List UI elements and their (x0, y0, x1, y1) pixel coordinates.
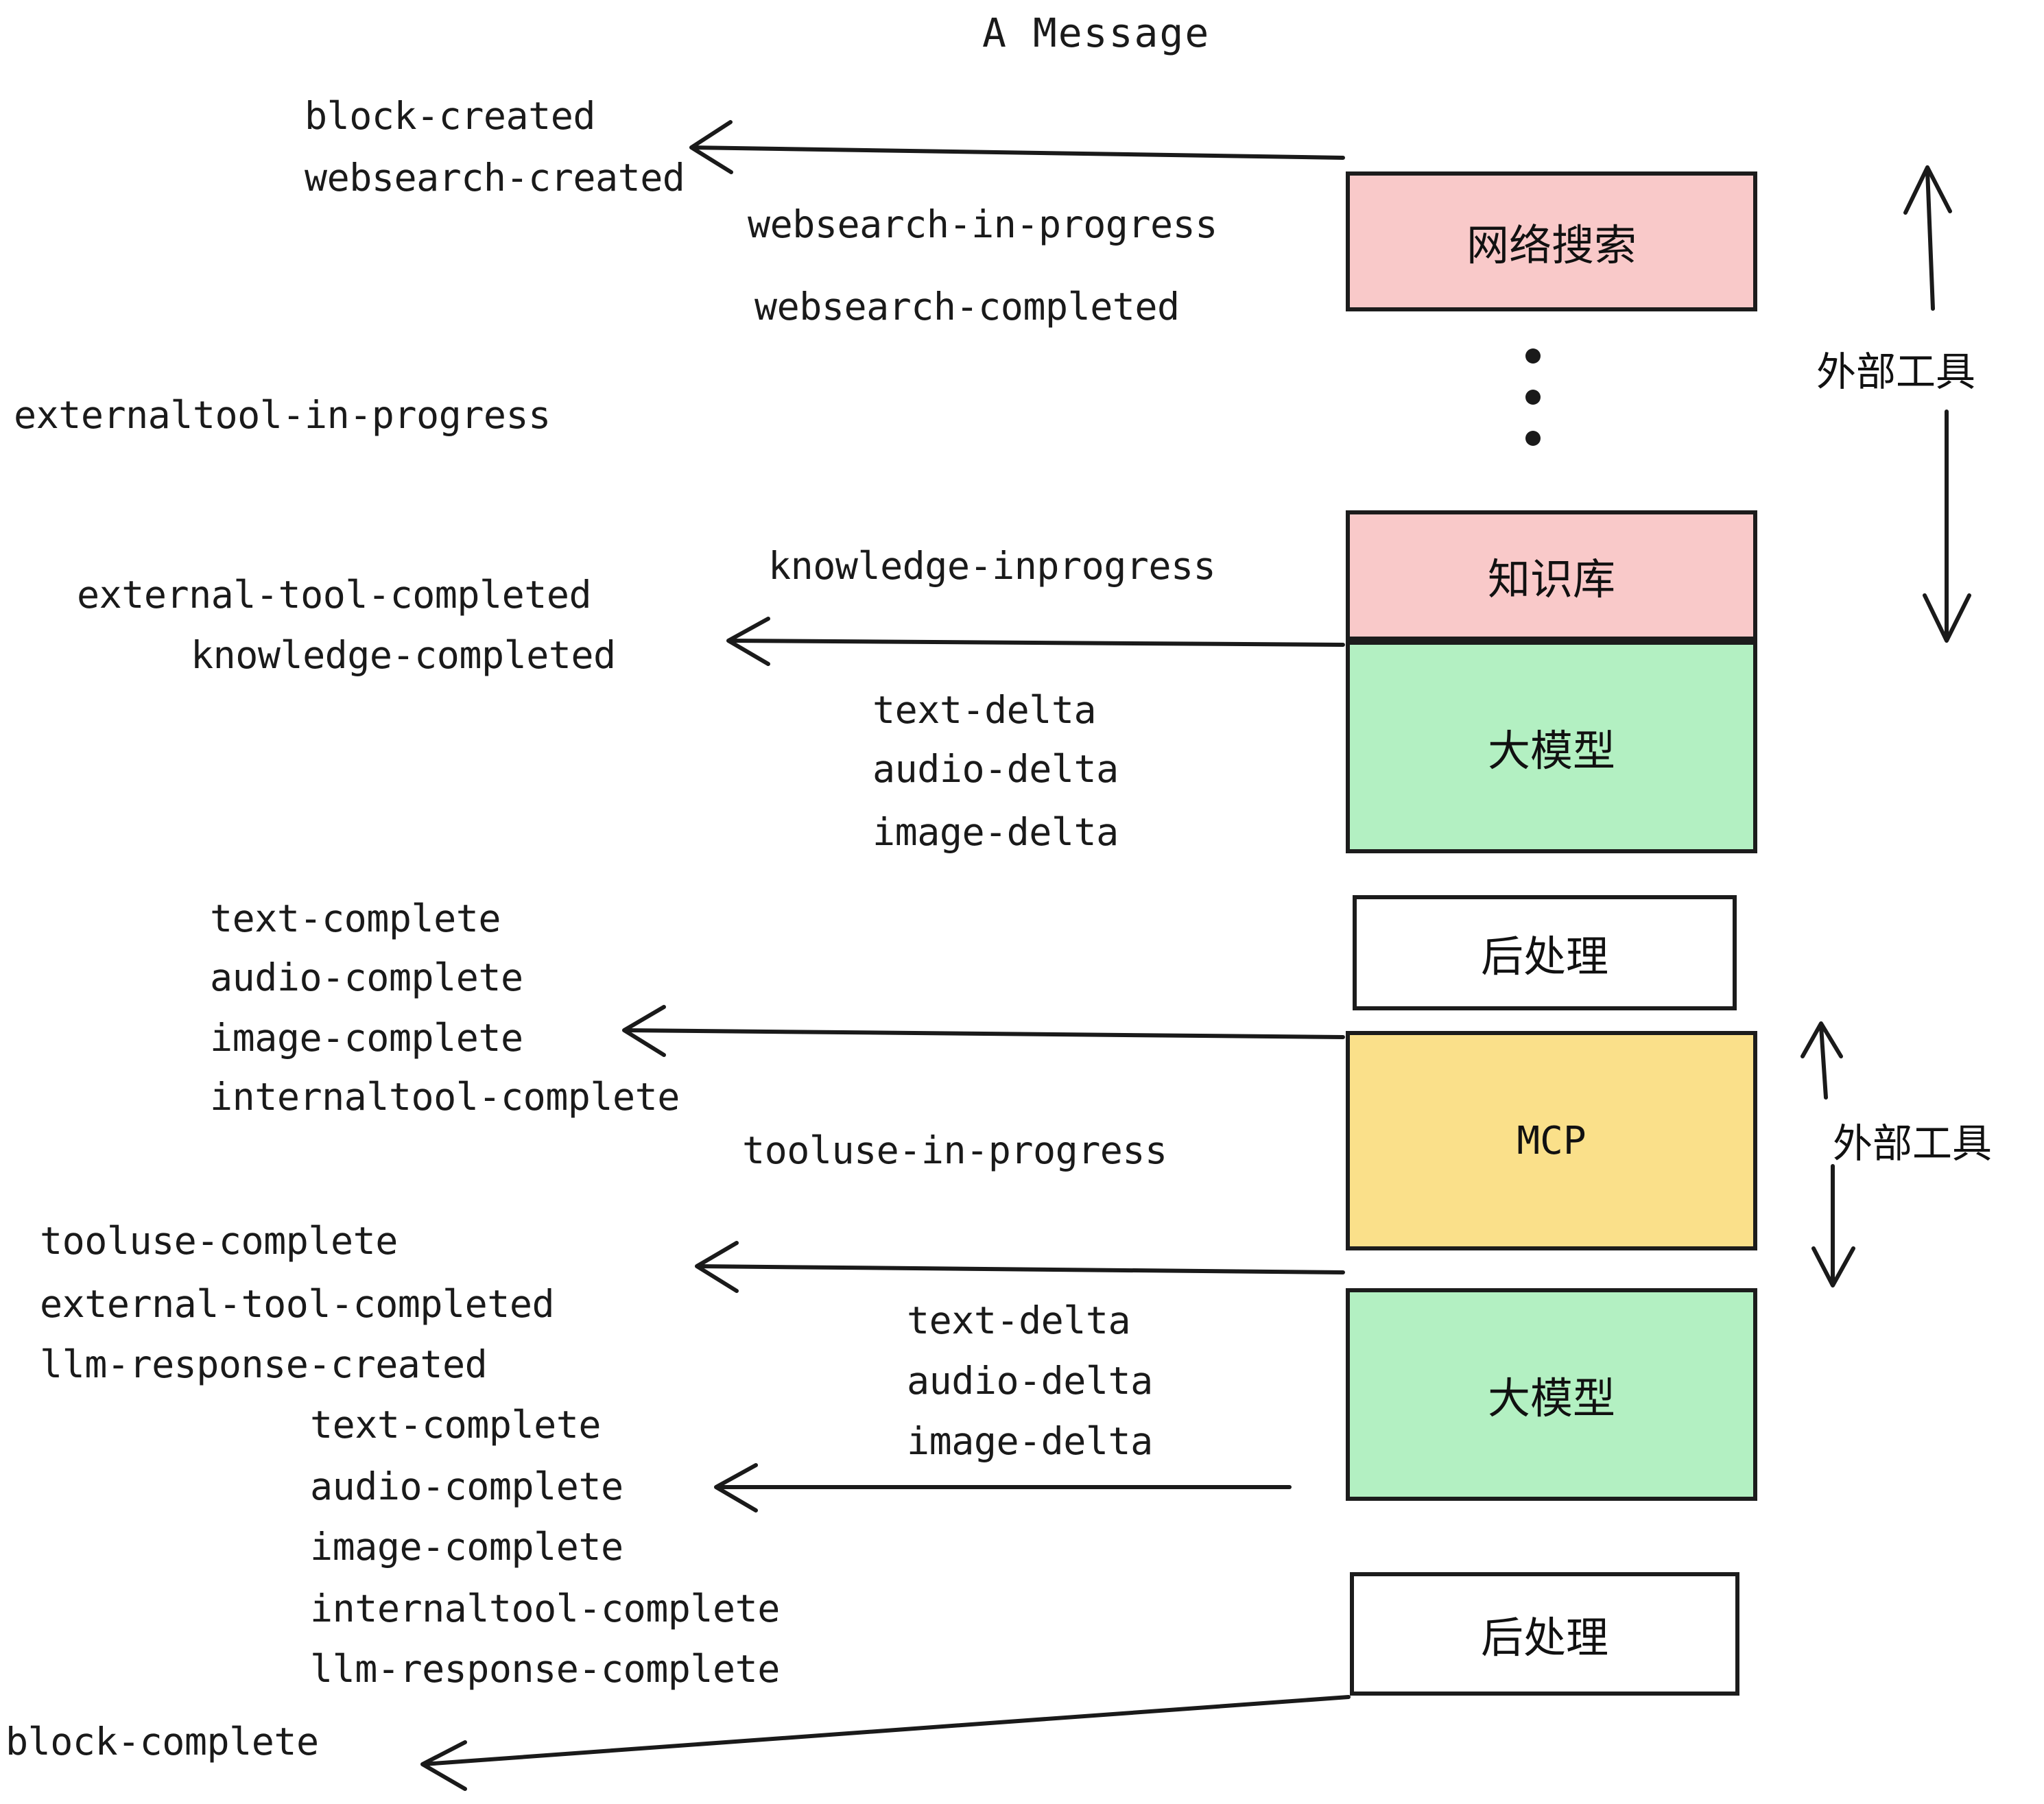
ellipsis-dot (1525, 390, 1541, 405)
node-knowledge-label: 知识库 (1487, 554, 1615, 604)
event-audio-delta-1: audio-delta (872, 747, 1119, 791)
event-image-complete-2: image-complete (310, 1525, 623, 1569)
event-internaltool-complete-2: internaltool-complete (310, 1587, 780, 1630)
node-knowledge[interactable]: 知识库 (1346, 510, 1757, 641)
event-audio-complete-1: audio-complete (210, 956, 523, 999)
event-websearch-created: websearch-created (305, 156, 685, 200)
event-knowledge-inprogress: knowledge-inprogress (768, 544, 1216, 588)
event-text-delta-1: text-delta (872, 688, 1097, 732)
event-block-created: block-created (305, 94, 595, 138)
arrow-external-tool-down-bottom (1811, 1164, 1855, 1287)
node-postprocess-second-label: 后处理 (1480, 1613, 1608, 1663)
node-llm-second[interactable]: 大模型 (1346, 1288, 1757, 1501)
diagram-title: A Message (982, 10, 1211, 56)
node-postprocess-first[interactable]: 后处理 (1353, 895, 1737, 1010)
ellipsis-dots (1525, 348, 1541, 446)
node-websearch[interactable]: 网络搜索 (1346, 171, 1757, 311)
node-llm-first[interactable]: 大模型 (1346, 641, 1757, 853)
arrow-external-tool-up-top (1903, 165, 1952, 311)
event-tooluse-in-progress: tooluse-in-progress (742, 1128, 1167, 1172)
arrow-external-tool-up-bottom (1801, 1021, 1843, 1100)
event-websearch-completed: websearch-completed (754, 285, 1180, 329)
arrow-postprocess2-to-block-complete (420, 1695, 1351, 1791)
event-llm-response-created: llm-response-created (40, 1342, 488, 1386)
event-image-complete-1: image-complete (210, 1016, 523, 1060)
node-websearch-label: 网络搜索 (1466, 220, 1637, 270)
node-llm-second-label: 大模型 (1487, 1373, 1615, 1423)
side-label-external-tool-bottom: 外部工具 (1833, 1120, 1993, 1167)
event-external-tool-completed-2: external-tool-completed (40, 1282, 555, 1326)
event-internaltool-complete-1: internaltool-complete (210, 1075, 680, 1119)
event-audio-delta-2: audio-delta (907, 1359, 1153, 1403)
event-text-complete-2: text-complete (310, 1403, 601, 1447)
node-postprocess-second[interactable]: 后处理 (1350, 1572, 1739, 1696)
event-text-complete-1: text-complete (210, 897, 501, 940)
node-postprocess-first-label: 后处理 (1480, 931, 1608, 982)
node-llm-first-label: 大模型 (1487, 726, 1615, 776)
event-block-complete: block-complete (5, 1720, 319, 1764)
event-image-delta-2: image-delta (907, 1419, 1153, 1463)
arrow-knowledge-to-completed (726, 617, 1345, 666)
node-mcp[interactable]: MCP (1346, 1031, 1757, 1250)
event-websearch-in-progress: websearch-in-progress (748, 202, 1217, 246)
event-externaltool-in-progress: externaltool-in-progress (14, 393, 551, 437)
arrow-mcp-to-tooluse-complete (695, 1241, 1345, 1293)
arrow-external-tool-down-top (1923, 410, 1971, 643)
event-text-delta-2: text-delta (907, 1298, 1131, 1342)
event-external-tool-completed-1: external-tool-completed (77, 573, 592, 617)
ellipsis-dot (1525, 348, 1541, 364)
arrow-websearch-to-created (689, 120, 1345, 174)
event-tooluse-complete: tooluse-complete (40, 1219, 398, 1263)
event-audio-complete-2: audio-complete (310, 1464, 623, 1508)
arrow-llm2-to-audio-complete (714, 1463, 1292, 1512)
side-label-external-tool-top: 外部工具 (1816, 348, 1976, 395)
ellipsis-dot (1525, 431, 1541, 446)
arrow-postprocess-to-image-complete (622, 1005, 1345, 1057)
event-llm-response-complete: llm-response-complete (310, 1647, 780, 1691)
node-mcp-label: MCP (1517, 1118, 1587, 1163)
event-image-delta-1: image-delta (872, 810, 1119, 854)
event-knowledge-completed: knowledge-completed (191, 633, 616, 677)
